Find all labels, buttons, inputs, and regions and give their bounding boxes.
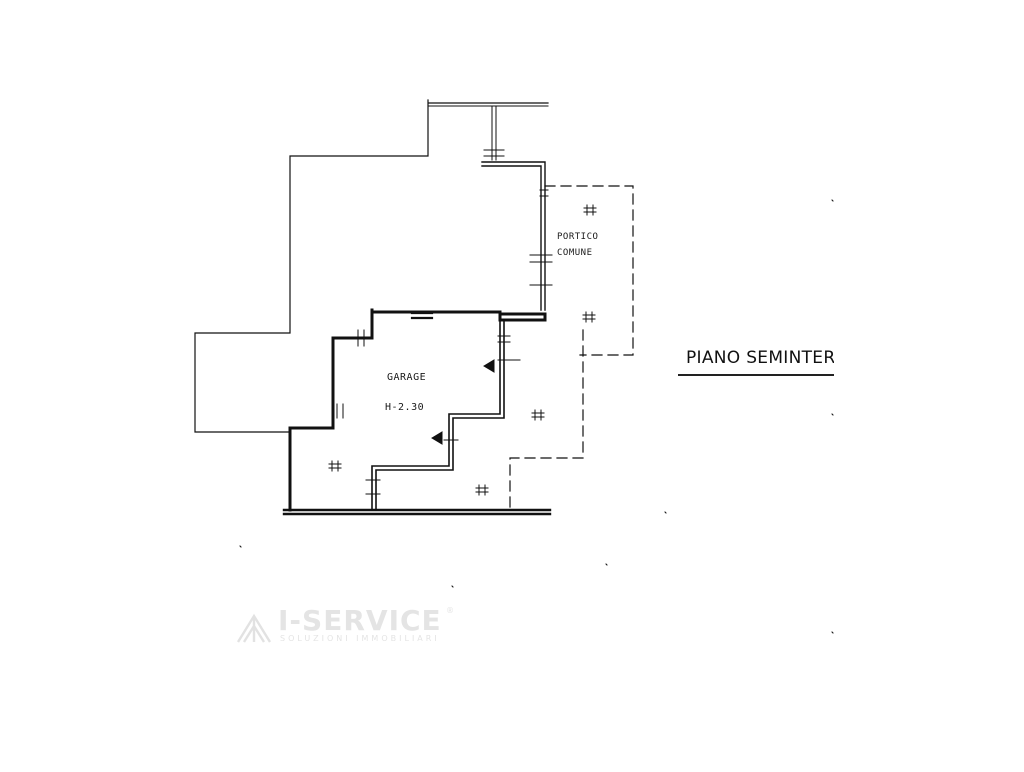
portico-dashed-outline bbox=[544, 185, 634, 356]
wall-tick-4 bbox=[529, 254, 553, 286]
watermark-brand: I-SERVICE bbox=[278, 604, 442, 637]
watermark-registered-mark: ® bbox=[446, 606, 454, 615]
entry-arrow-2 bbox=[431, 431, 443, 445]
wall-tick-6 bbox=[365, 479, 381, 495]
house-logo-icon bbox=[236, 613, 272, 643]
wall-tick-7 bbox=[443, 359, 521, 441]
upper-corridor-wall bbox=[481, 161, 546, 311]
room-label-garage: GARAGE bbox=[387, 372, 427, 383]
door-mark-top bbox=[410, 311, 434, 320]
room-label-comune: COMUNE bbox=[557, 248, 593, 258]
wall-tick-2 bbox=[336, 403, 344, 419]
garage-wall-bottom bbox=[282, 508, 552, 516]
floor-title: PIANO SEMINTERRA bbox=[686, 348, 834, 368]
watermark-tagline: SOLUZIONI IMMOBILIARI bbox=[280, 634, 440, 643]
garage-inner-step bbox=[371, 319, 505, 511]
wall-tick-1 bbox=[357, 329, 365, 347]
wall-tick-3 bbox=[497, 335, 511, 343]
garage-wall-left bbox=[288, 314, 374, 512]
wall-tick-5 bbox=[539, 189, 549, 197]
garage-wall-top bbox=[370, 308, 547, 322]
room-height-label: H-2.30 bbox=[385, 402, 425, 413]
stair-wall bbox=[483, 105, 505, 161]
portico-dashed-lower bbox=[509, 329, 584, 509]
entry-arrow-1 bbox=[483, 359, 495, 373]
building-outline-upper bbox=[194, 99, 549, 433]
hash-marks bbox=[328, 204, 597, 496]
floor-title-underline bbox=[678, 374, 834, 376]
room-label-portico: PORTICO bbox=[557, 232, 599, 242]
scan-specks bbox=[239, 199, 834, 634]
watermark-logo: I-SERVICE ® SOLUZIONI IMMOBILIARI bbox=[234, 604, 464, 646]
